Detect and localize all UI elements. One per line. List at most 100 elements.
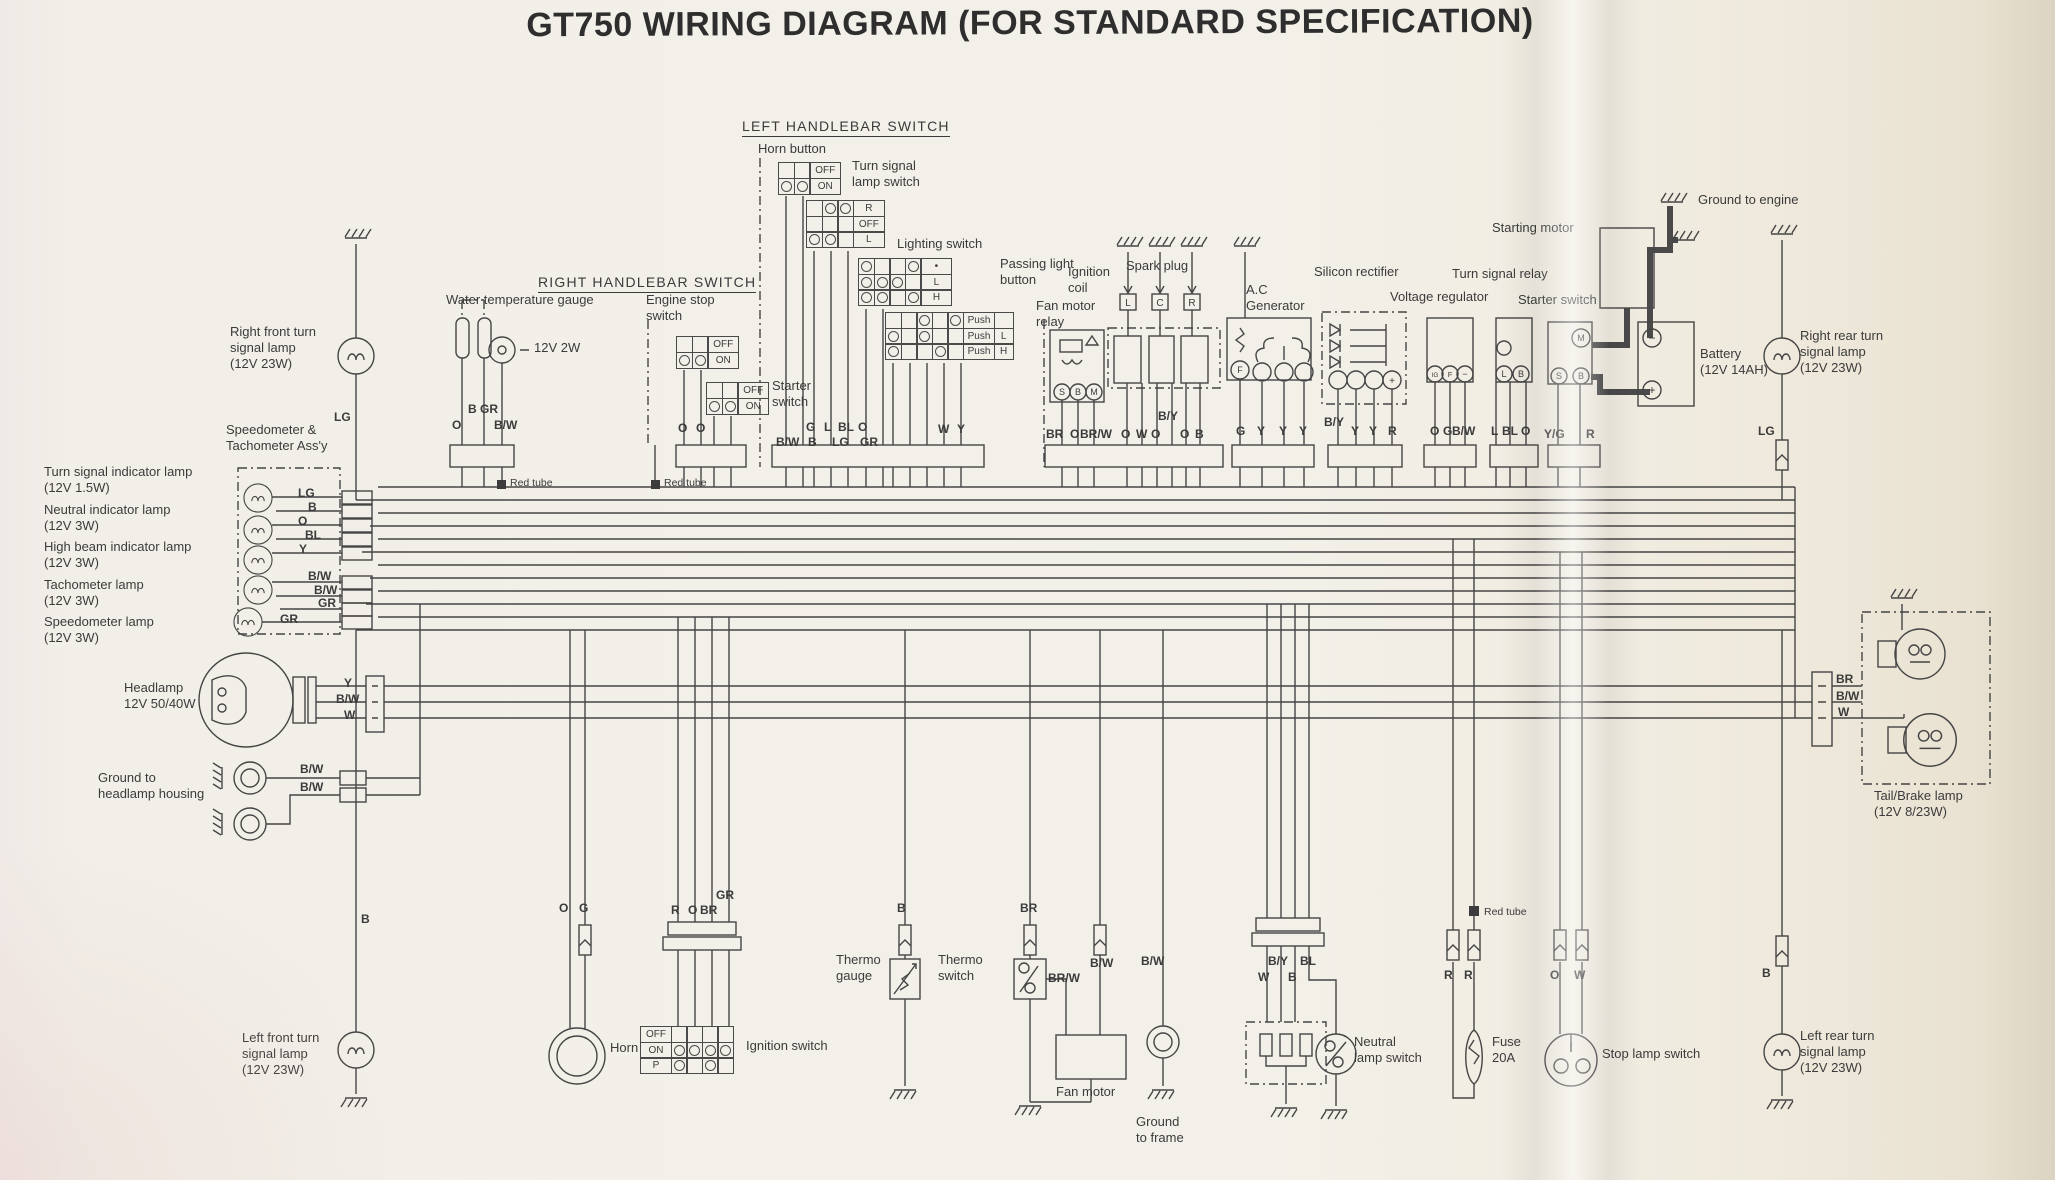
wire-label: G xyxy=(1443,424,1453,438)
wire-label: BL xyxy=(1300,954,1316,968)
wire-label: Y xyxy=(1351,424,1360,438)
wire-label: BR/W xyxy=(1048,971,1080,985)
label-neutral-indicator: Neutral indicator lamp (12V 3W) xyxy=(44,502,171,533)
wire-label: B/W xyxy=(336,692,360,706)
wire-label: B/W xyxy=(1452,424,1476,438)
label-spark-plug: Spark plug xyxy=(1126,258,1189,273)
wire-label: B/Y xyxy=(1268,954,1289,968)
wire-label: O xyxy=(298,514,308,528)
label-thermo-switch: Thermo switch xyxy=(938,952,983,983)
wire-label: G xyxy=(806,420,816,434)
wire-label: B/W xyxy=(776,435,800,449)
wire-label: B xyxy=(308,500,317,514)
wire-label: O xyxy=(678,421,688,435)
component-leads xyxy=(461,196,1581,445)
bottom-drops xyxy=(355,539,1783,1106)
starter-switch-table: OFF ON xyxy=(706,382,770,415)
svg-text:+: + xyxy=(1648,383,1655,397)
wire-label: B xyxy=(1195,427,1204,441)
svg-text:R: R xyxy=(1188,298,1195,309)
right-handlebar-heading: RIGHT HANDLEBAR SWITCH xyxy=(538,274,757,294)
svg-text:−: − xyxy=(1462,369,1467,379)
label-engine-stop: Engine stop switch xyxy=(646,292,715,323)
svg-text:S: S xyxy=(1556,371,1562,381)
label-ignition-switch: Ignition switch xyxy=(746,1038,828,1053)
wire-label: O xyxy=(696,421,706,435)
label-tachometer-lamp: Tachometer lamp (12V 3W) xyxy=(44,577,144,608)
svg-text:M: M xyxy=(1577,333,1585,343)
water-temp-gauge-symbol xyxy=(455,299,532,364)
horn-button-table: OFF ON xyxy=(778,162,842,195)
svg-text:C: C xyxy=(1156,298,1163,309)
horn-symbol xyxy=(548,1027,606,1085)
left-rear-bulb xyxy=(1763,1033,1801,1071)
label-turn-indicator: Turn signal indicator lamp (12V 1.5W) xyxy=(44,464,193,495)
wire-label: B xyxy=(1288,970,1297,984)
wire-label: Y/G xyxy=(1544,427,1565,441)
wire-label: B/Y xyxy=(1324,415,1345,429)
fuse-symbol xyxy=(1465,906,1483,1085)
engine-stop-table: OFF ON xyxy=(676,336,740,369)
wire-label: O xyxy=(1521,424,1531,438)
wire-label: W xyxy=(344,708,356,722)
svg-text:S: S xyxy=(1059,387,1065,397)
wire-label: W xyxy=(1136,427,1148,441)
wire-label: B xyxy=(897,901,906,915)
switch-group-boundary xyxy=(647,158,1045,467)
wire-label: Y xyxy=(957,422,966,436)
svg-text:IG: IG xyxy=(1432,372,1439,379)
wire-label: BR xyxy=(700,903,718,917)
label-lighting-switch: Lighting switch xyxy=(897,236,983,251)
wire-label: LG xyxy=(832,435,849,449)
wire-label: B/W xyxy=(1836,689,1860,703)
wire-label: Y xyxy=(1299,424,1308,438)
wire-label: O xyxy=(1550,968,1560,982)
wire-label: BR xyxy=(1020,901,1038,915)
label-left-front-turn: Left front turn signal lamp (12V 23W) xyxy=(242,1030,320,1077)
label-starter-hb: Starter switch xyxy=(772,378,812,409)
silicon-rectifier-symbol xyxy=(1321,311,1407,405)
wire-label: Y xyxy=(1279,424,1288,438)
wire-label: B/W xyxy=(300,780,324,794)
tail-brake-lamp xyxy=(1861,588,1991,785)
bottom-connectors xyxy=(578,917,1789,967)
label-highbeam-indicator: High beam indicator lamp (12V 3W) xyxy=(44,539,192,570)
wire-label: R xyxy=(1388,424,1397,438)
label-red-tube: Red tube xyxy=(664,477,707,489)
label-battery: Battery (12V 14AH) xyxy=(1700,346,1768,377)
svg-text:B: B xyxy=(1518,369,1524,379)
label-stop-switch: Stop lamp switch xyxy=(1602,1046,1701,1061)
svg-text:F: F xyxy=(1237,365,1243,375)
label-fuse: Fuse 20A xyxy=(1492,1034,1521,1065)
wire-label: B/W xyxy=(494,418,518,432)
wire-label: LG xyxy=(298,486,315,500)
left-handlebar-heading: LEFT HANDLEBAR SWITCH xyxy=(742,118,950,138)
harness-connectors xyxy=(365,444,1833,747)
label-passing-light: Passing light button xyxy=(1000,256,1074,287)
connector-pins xyxy=(461,445,1581,487)
wire-label: BR xyxy=(1046,427,1064,441)
turn-signal-table: R OFF L xyxy=(806,200,885,249)
wire-label: O xyxy=(1180,427,1190,441)
red-tube-marker xyxy=(651,480,660,489)
speedo-tacho-cluster xyxy=(233,467,373,637)
wire-label: B GR xyxy=(468,402,498,416)
main-harness xyxy=(318,486,1904,719)
wire-label: B xyxy=(808,435,817,449)
ignition-switch-table: OFF ON P xyxy=(640,1026,735,1075)
label-tail-brake: Tail/Brake lamp (12V 8/23W) xyxy=(1874,788,1963,819)
ignition-coil-group xyxy=(1049,236,1261,403)
label-rectifier: Silicon rectifier xyxy=(1314,264,1399,279)
label-ignition-coil: Ignition coil xyxy=(1068,264,1110,295)
wire-label: Y xyxy=(1369,424,1378,438)
label-right-front-turn: Right front turn signal lamp (12V 23W) xyxy=(230,324,316,371)
wire-label: LG xyxy=(1758,424,1775,438)
label-speedo-tacho: Speedometer & Tachometer Ass'y xyxy=(226,422,328,453)
label-horn: Horn xyxy=(610,1040,639,1055)
label-starter-relay: Starter switch xyxy=(1518,292,1597,307)
wire-label: BL xyxy=(838,420,854,434)
left-front-bulb xyxy=(337,1031,375,1069)
